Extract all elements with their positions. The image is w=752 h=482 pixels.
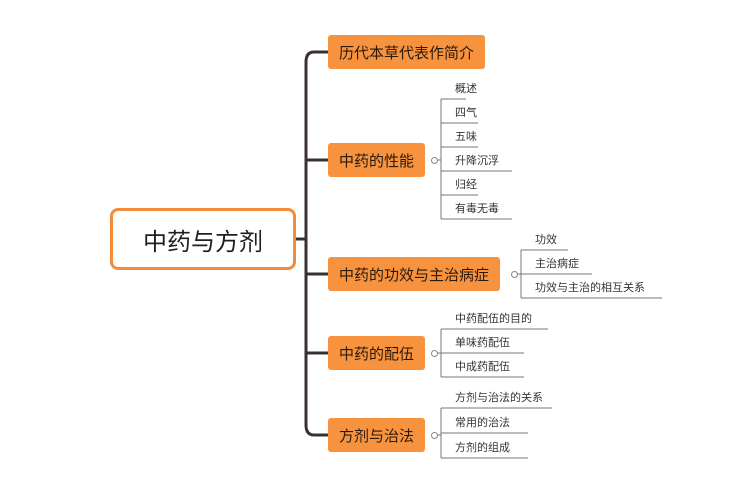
topic-herb-compatibility[interactable]: 中药的配伍 [328, 336, 426, 370]
subtopic[interactable]: 五味 [455, 130, 477, 143]
subtopic[interactable]: 归经 [455, 178, 477, 191]
subtopic[interactable]: 有毒无毒 [455, 202, 499, 215]
subtopic[interactable]: 中成药配伍 [455, 360, 510, 373]
subtopic[interactable]: 四气 [455, 106, 477, 119]
trunk-line [304, 50, 315, 437]
topic-herbal-classics[interactable]: 历代本草代表作简介 [328, 35, 486, 69]
subtopic[interactable]: 方剂的组成 [455, 441, 510, 454]
collapse-toggle-icon[interactable] [511, 271, 518, 278]
subtopic[interactable]: 概述 [455, 82, 477, 95]
topic-herb-properties[interactable]: 中药的性能 [328, 143, 426, 177]
subtopic[interactable]: 单味药配伍 [455, 336, 510, 349]
root-topic[interactable]: 中药与方剂 [110, 208, 296, 270]
collapse-toggle-icon[interactable] [431, 157, 438, 164]
subtopic[interactable]: 中药配伍的目的 [455, 312, 532, 325]
subtopic[interactable]: 方剂与治法的关系 [455, 391, 543, 404]
topic-efficacy-indications[interactable]: 中药的功效与主治病症 [328, 257, 501, 291]
subtopic[interactable]: 主治病症 [535, 257, 579, 270]
subtopic[interactable]: 升降沉浮 [455, 154, 499, 167]
subtopic[interactable]: 常用的治法 [455, 416, 510, 429]
subtopic[interactable]: 功效 [535, 233, 557, 246]
topic-formula-therapy[interactable]: 方剂与治法 [328, 418, 426, 452]
collapse-toggle-icon[interactable] [431, 350, 438, 357]
collapse-toggle-icon[interactable] [431, 432, 438, 439]
subtopic[interactable]: 功效与主治的相互关系 [535, 281, 645, 294]
